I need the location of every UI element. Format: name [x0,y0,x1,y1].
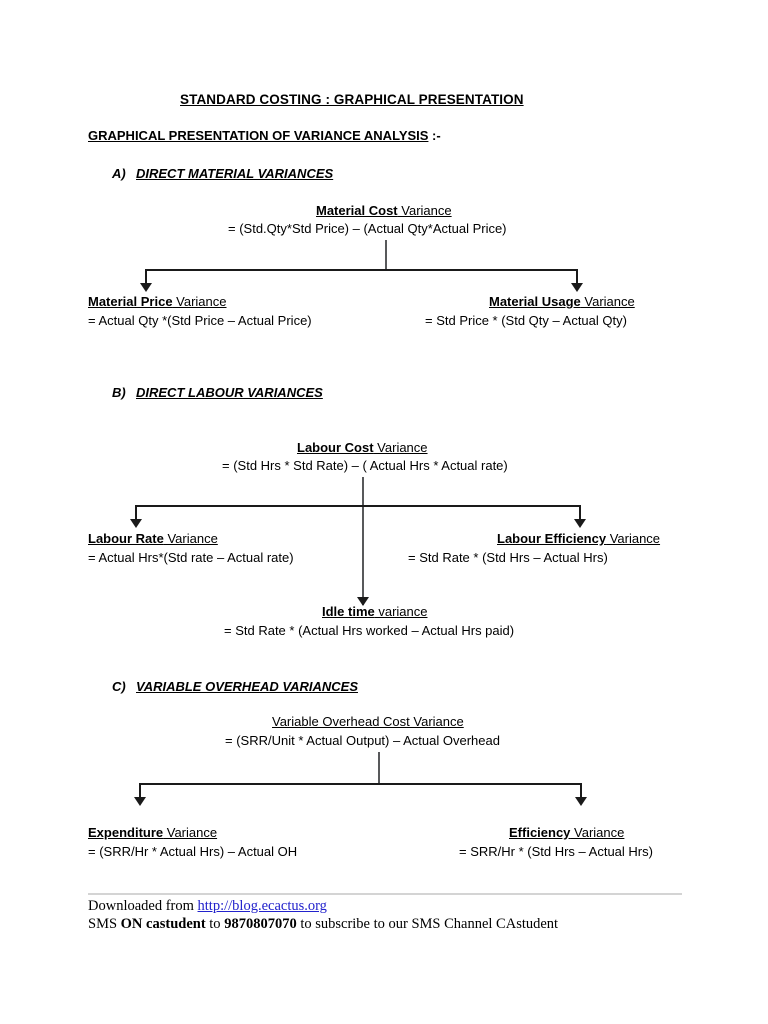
section-label-direct-labour-variances: DIRECT LABOUR VARIANCES [136,385,323,400]
section-letter-b: B) [112,385,126,400]
connector-drop-c-left [139,783,141,799]
connector-stem-c [378,752,380,784]
connector-stem-b [362,477,364,605]
arrow-head-a-left [140,283,152,292]
footer-sms-connector: to [205,916,225,932]
node-title-tail: variance [374,604,428,619]
connector-bar-b [135,505,581,507]
connector-drop-a-left [145,269,147,285]
node-title-expenditure-variance: Expenditure Variance [88,825,217,840]
page-title: STANDARD COSTING : GRAPHICAL PRESENTATIO… [180,92,524,107]
node-title-labour-rate-variance: Labour Rate Variance [88,531,218,546]
node-title-efficiency-variance: Efficiency Variance [509,825,624,840]
arrow-head-b-left [130,519,142,528]
node-title-tail: Variance [163,825,218,840]
node-title-tail: Variance [580,294,635,309]
node-title-tail: Variance [373,440,428,455]
node-formula-efficiency-variance: = SRR/Hr * (Std Hrs – Actual Hrs) [459,844,653,859]
node-title-tail: Variance [397,203,452,218]
node-title-head: Material Usage [489,294,581,309]
footer-sms-suffix: to subscribe to our SMS Channel CAstuden… [296,916,559,932]
node-title-labour-cost-variance: Labour Cost Variance [297,440,428,455]
node-formula-idle-time-variance: = Std Rate * (Actual Hrs worked – Actual… [224,623,515,638]
node-title-head: Labour Efficiency [497,531,607,546]
section-letter-c: C) [112,679,126,694]
subtitle: GRAPHICAL PRESENTATION OF VARIANCE ANALY… [88,128,441,143]
node-title-head: Labour Rate [88,531,164,546]
footer-sms-number: 9870807070 [224,916,297,932]
node-title-tail: Variance [606,531,661,546]
footer-download-line: Downloaded from http://blog.ecactus.org [88,898,327,915]
node-formula-expenditure-variance: = (SRR/Hr * Actual Hrs) – Actual OH [88,844,298,859]
footer-blog-link[interactable]: http://blog.ecactus.org [197,898,327,914]
node-title-tail: Variance [172,294,227,309]
node-title-head: Expenditure [88,825,164,840]
node-formula-variable-overhead-cost-variance: = (SRR/Unit * Actual Output) – Actual Ov… [225,733,500,748]
connector-drop-b-left [135,505,137,521]
connector-bar-a [145,269,578,271]
node-title-material-price-variance: Material Price Variance [88,294,227,309]
node-title-material-cost-variance: Material Cost Variance [316,203,452,218]
node-formula-material-cost-variance: = (Std.Qty*Std Price) – (Actual Qty*Actu… [228,221,507,236]
section-letter-a: A) [112,166,126,181]
node-title-head: Idle time [322,604,375,619]
arrow-head-c-right [575,797,587,806]
arrow-head-c-left [134,797,146,806]
node-formula-labour-efficiency-variance: = Std Rate * (Std Hrs – Actual Hrs) [408,550,608,565]
node-title-head: Variable Overhead Cost Variance [272,714,464,729]
node-title-head: Material Cost [316,203,398,218]
node-title-variable-overhead-cost-variance: Variable Overhead Cost Variance [272,714,464,729]
node-title-idle-time-variance: Idle time variance [322,604,428,619]
footer-sms-keyword: ON castudent [120,916,206,932]
footer-sms-line: SMS ON castudent to 9870807070 to subscr… [88,916,558,933]
node-formula-material-price-variance: = Actual Qty *(Std Price – Actual Price) [88,313,312,328]
connector-drop-b-right [579,505,581,521]
footer-divider [88,893,682,895]
node-title-head: Labour Cost [297,440,374,455]
node-title-tail: Variance [163,531,218,546]
node-formula-material-usage-variance: = Std Price * (Std Qty – Actual Qty) [425,313,627,328]
footer-download-prefix: Downloaded from [88,898,198,914]
node-title-material-usage-variance: Material Usage Variance [489,294,635,309]
node-formula-labour-rate-variance: = Actual Hrs*(Std rate – Actual rate) [88,550,294,565]
connector-stem-a [385,240,387,271]
node-formula-labour-cost-variance: = (Std Hrs * Std Rate) – ( Actual Hrs * … [222,458,508,473]
subtitle-text: GRAPHICAL PRESENTATION OF VARIANCE ANALY… [88,128,429,143]
node-title-head: Efficiency [509,825,571,840]
footer-sms-prefix: SMS [88,916,121,932]
node-title-tail: Variance [570,825,625,840]
arrow-head-a-right [571,283,583,292]
section-label-direct-material-variances: DIRECT MATERIAL VARIANCES [136,166,334,181]
node-title-head: Material Price [88,294,173,309]
connector-bar-c [139,783,582,785]
section-label-variable-overhead-variances: VARIABLE OVERHEAD VARIANCES [136,679,358,694]
connector-drop-a-right [576,269,578,285]
arrow-head-b-middle [357,597,369,606]
subtitle-suffix: :- [428,128,441,143]
arrow-head-b-right [574,519,586,528]
connector-drop-c-right [580,783,582,799]
node-title-labour-efficiency-variance: Labour Efficiency Variance [497,531,660,546]
